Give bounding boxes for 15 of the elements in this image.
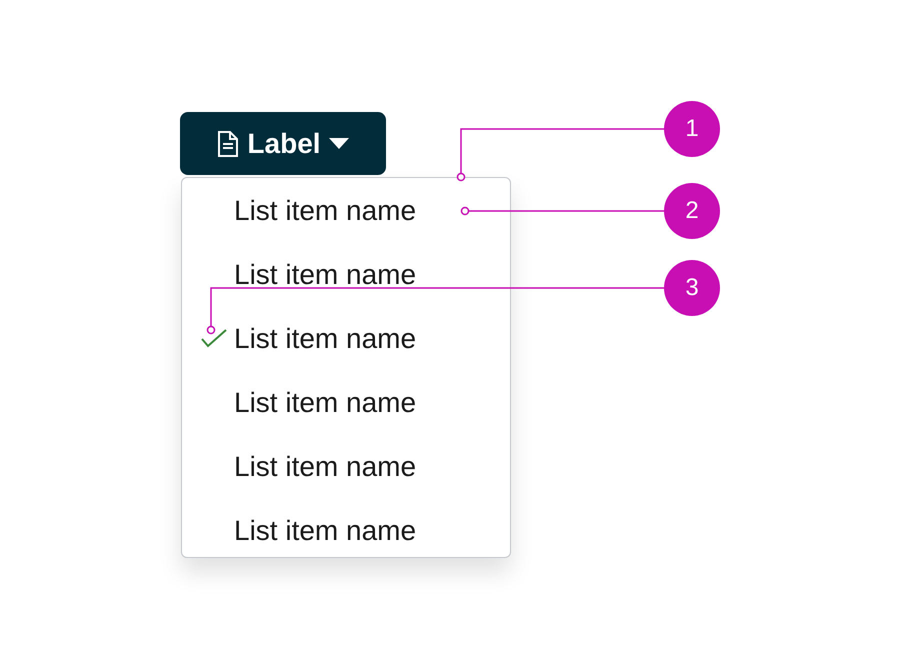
list-item: List item name [234, 319, 466, 359]
list-item: List item name [234, 191, 466, 231]
dropdown-menu [181, 177, 511, 558]
list-item: List item name [234, 255, 466, 295]
callout-number: 1 [664, 101, 720, 157]
checkmark-icon [200, 329, 228, 349]
list-item: List item name [234, 447, 466, 487]
leader-line [456, 128, 664, 182]
dropdown-button: Label [180, 112, 386, 175]
leader-line [206, 287, 664, 334]
callout-number: 3 [664, 260, 720, 316]
list-item: List item name [234, 383, 466, 423]
callout-number: 2 [664, 183, 720, 239]
leader-line [460, 206, 664, 216]
list-item: List item name [234, 511, 466, 551]
